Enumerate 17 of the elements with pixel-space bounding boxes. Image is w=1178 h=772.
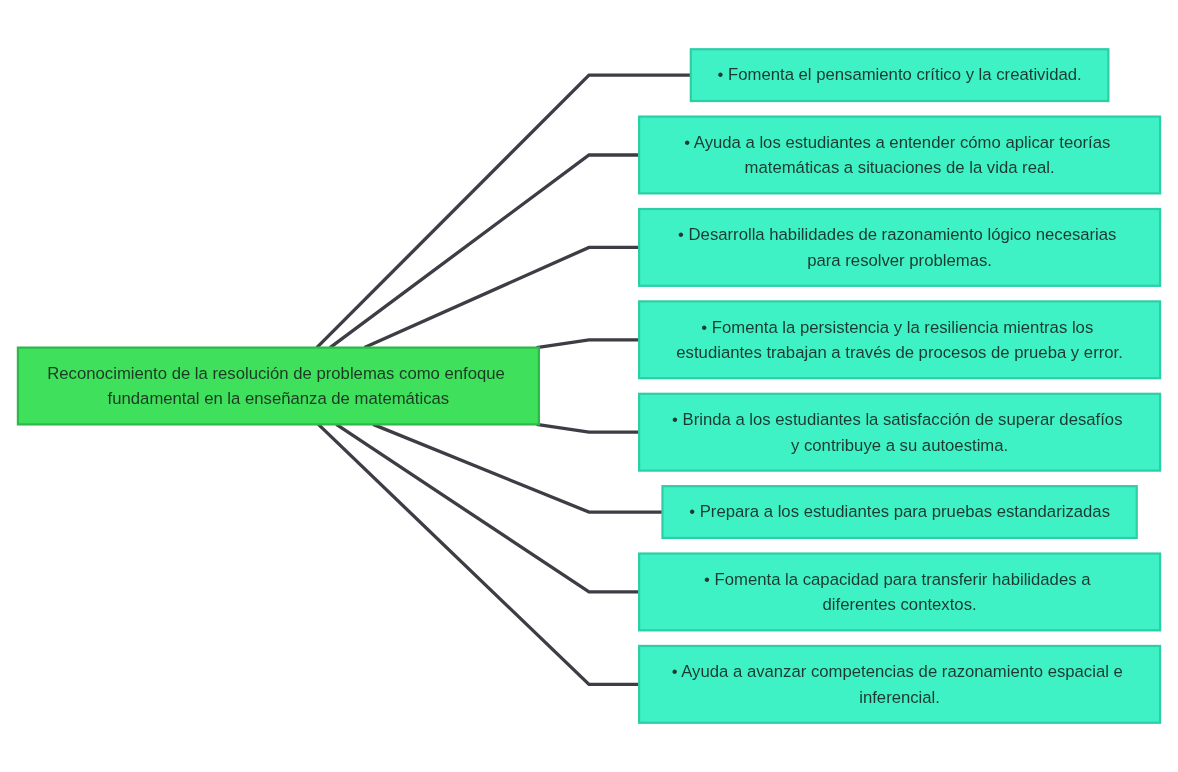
node-box: • Prepara a los estudiantes para pruebas estandarizadas (661, 485, 1138, 540)
node-box: • Fomenta el pensamiento crítico y la creatividad. (689, 48, 1110, 103)
connector (536, 338, 640, 350)
node-box: • Fomenta la persistencia y la resiliencia mientras los estudiantes trabajan a través de procesos de prueba y error. (638, 300, 1162, 380)
connector (329, 153, 640, 349)
node-box: • Brinda a los estudiantes la satisfacción de superar desafíos y contribuye a su autoestima. (638, 392, 1162, 472)
node-box: Reconocimiento de la resolución de problemas como enfoque fundamental en la enseñanza de matemáticas (16, 346, 540, 426)
node-box: • Ayuda a los estudiantes a entender cómo aplicar teorías matemáticas a situaciones de la vida real. (638, 115, 1162, 195)
connector (536, 422, 640, 434)
connector (363, 245, 640, 350)
connector (315, 73, 691, 349)
connector (372, 422, 663, 514)
node-box: • Fomenta la capacidad para transferir habilidades a diferentes contextos. (638, 552, 1162, 632)
connector (317, 423, 640, 686)
node-box: • Ayuda a avanzar competencias de razonamiento espacial e inferencial. (638, 644, 1162, 724)
connector (335, 423, 640, 594)
node-box: • Desarrolla habilidades de razonamiento lógico necesarias para resolver problemas. (638, 207, 1162, 287)
